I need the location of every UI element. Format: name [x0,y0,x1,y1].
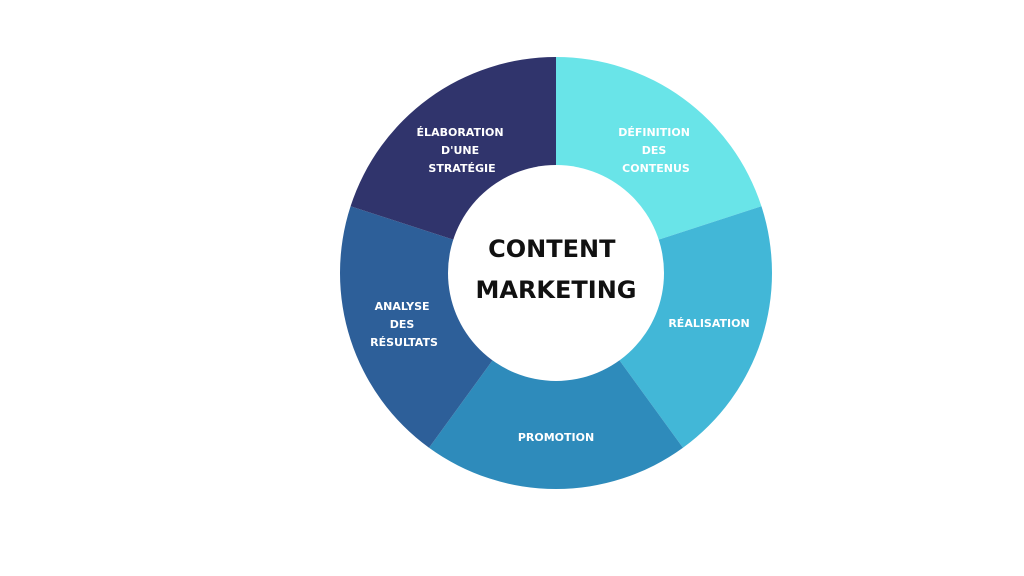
label-analyse: ANALYSE DES RÉSULTATS [370,300,438,349]
label-elaboration-line-3: STRATÉGIE [428,162,495,175]
label-promotion: PROMOTION [518,431,594,444]
label-promotion-line-1: PROMOTION [518,431,594,444]
label-elaboration-line-1: ÉLABORATION [417,126,504,139]
label-elaboration: ÉLABORATION D'UNE STRATÉGIE [417,126,508,175]
label-definition-line-2: DES [642,144,667,157]
center-hole [448,165,664,381]
center-title-line-2: MARKETING [475,276,636,304]
center-title: CONTENT MARKETING [475,235,636,304]
segment-promotion [429,353,683,490]
label-realisation: RÉALISATION [668,317,749,330]
label-definition: DÉFINITION DES CONTENUS [618,126,694,175]
segment-analyse [340,206,498,448]
center-title-line-1: CONTENT [488,235,616,263]
segment-realisation [614,206,772,448]
label-definition-line-1: DÉFINITION [618,126,690,139]
label-realisation-line-1: RÉALISATION [668,317,749,330]
label-analyse-line-1: ANALYSE [375,300,430,313]
label-analyse-line-2: DES [390,318,415,331]
label-definition-line-3: CONTENUS [622,162,690,175]
label-analyse-line-3: RÉSULTATS [370,336,438,349]
segment-elaboration [350,57,556,243]
label-elaboration-line-2: D'UNE [441,144,479,157]
segment-definition [556,57,762,243]
